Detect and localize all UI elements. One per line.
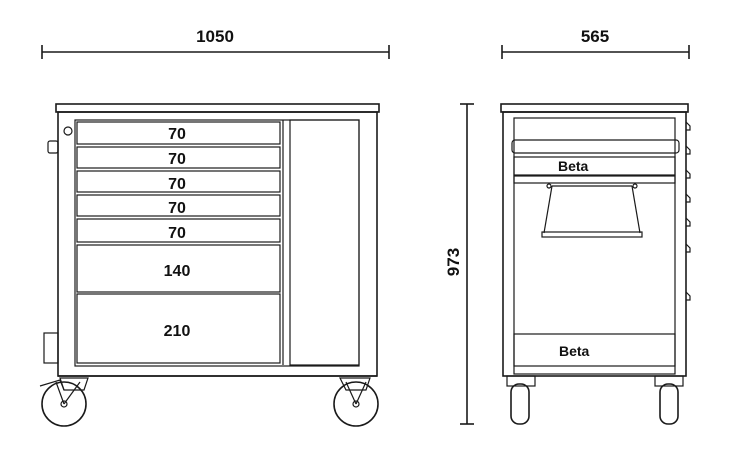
push-handle xyxy=(511,139,680,154)
brand-logo-lower: Beta xyxy=(559,343,590,359)
width-dimension: 1050 xyxy=(41,27,390,59)
lock-icon xyxy=(63,126,73,136)
side-door xyxy=(289,119,360,366)
worktop xyxy=(55,103,380,113)
drawer-label: 210 xyxy=(164,323,191,340)
depth-value: 565 xyxy=(581,27,609,46)
drawer-stack: 70 70 70 70 70 140 210 xyxy=(76,121,281,364)
drawer xyxy=(76,194,281,217)
cabinet-body xyxy=(57,111,378,377)
drawer xyxy=(76,170,281,193)
drawer-label: 70 xyxy=(168,176,186,193)
front-view: 1050 70 70 70 70 70 140 21 xyxy=(39,27,390,427)
brand-logo-upper: Beta xyxy=(558,158,589,174)
drawer-label: 70 xyxy=(168,225,186,242)
drawer-label: 140 xyxy=(164,263,191,280)
drawer xyxy=(76,146,281,169)
side-caster-left xyxy=(506,375,536,425)
depth-dimension: 565 xyxy=(501,27,690,59)
hanging-holder xyxy=(541,183,643,238)
drawer xyxy=(76,244,281,293)
lower-brand-panel xyxy=(513,333,676,367)
drawer-label: 70 xyxy=(168,151,186,168)
right-caster xyxy=(333,377,379,427)
drawer-label: 70 xyxy=(168,200,186,217)
side-worktop xyxy=(500,103,689,113)
height-dimension: 973 xyxy=(444,103,474,425)
side-hook xyxy=(43,332,59,364)
height-value: 973 xyxy=(444,248,463,276)
drawer xyxy=(76,218,281,243)
drawer-handles xyxy=(685,121,691,301)
side-frame xyxy=(502,111,687,377)
left-caster xyxy=(39,377,89,427)
upper-brand-panel xyxy=(513,156,676,176)
drawer xyxy=(76,293,281,364)
side-handle xyxy=(47,140,59,154)
side-view: 565 Beta xyxy=(500,27,691,425)
side-caster-right xyxy=(654,375,684,425)
drawer-label: 70 xyxy=(168,126,186,143)
drawer xyxy=(76,121,281,145)
width-value: 1050 xyxy=(196,27,234,46)
